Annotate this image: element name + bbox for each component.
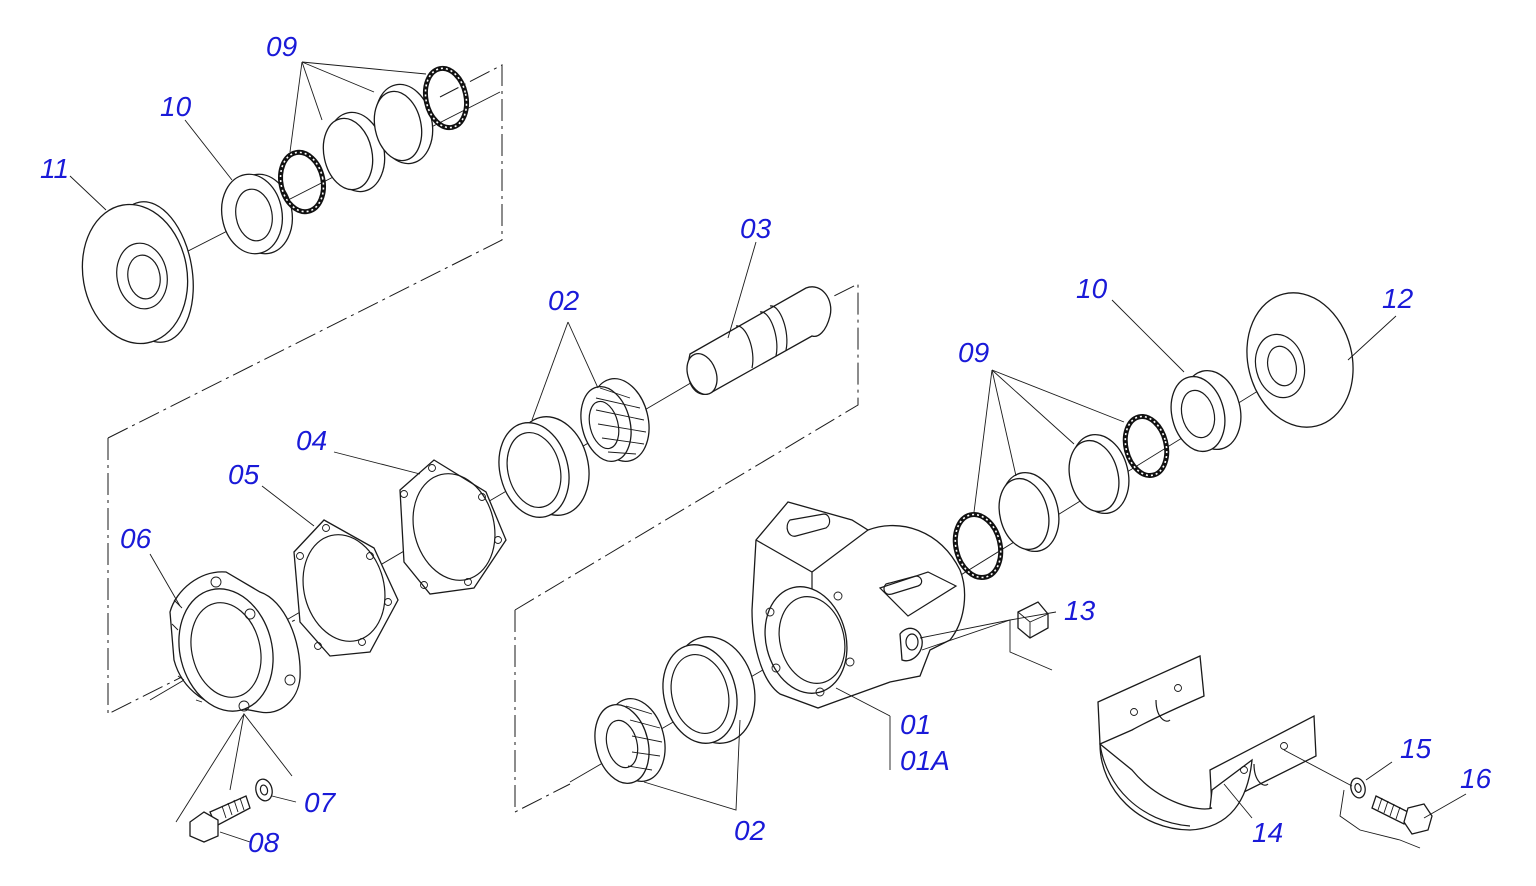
label-04: 04 <box>296 425 327 456</box>
label-02-top: 02 <box>548 285 580 316</box>
label-08: 08 <box>248 827 280 858</box>
leader-lines <box>69 61 1467 849</box>
part-09-seal-ring-8 <box>1122 413 1170 479</box>
part-14-clamp <box>1097 655 1317 831</box>
label-10-right: 10 <box>1076 273 1108 304</box>
label-12: 12 <box>1382 283 1414 314</box>
label-05: 05 <box>228 459 260 490</box>
label-09-right: 09 <box>958 337 989 368</box>
label-02-bottom: 02 <box>734 815 766 846</box>
part-12-cover <box>1246 292 1354 428</box>
part-09-seal-7 <box>1068 433 1130 515</box>
part-09-seal-6 <box>998 471 1060 553</box>
label-01: 01 <box>900 709 931 740</box>
part-02-bearing-cone-bottom <box>594 698 666 784</box>
part-09-seal-3 <box>373 83 434 165</box>
part-02-bearing-cone-top <box>580 378 650 462</box>
part-09-seal-ring-4 <box>422 65 470 131</box>
label-06: 06 <box>120 523 152 554</box>
part-07-washer <box>255 778 273 802</box>
label-16: 16 <box>1460 763 1492 794</box>
middle-bracket-lines <box>514 283 859 813</box>
part-02-bearing-cup-top <box>498 416 590 518</box>
part-01-housing <box>751 501 966 709</box>
part-04-gasket <box>399 459 507 595</box>
label-10-top: 10 <box>160 91 192 122</box>
part-10-collar-top <box>221 173 293 255</box>
part-09-seal-ring-1 <box>278 149 326 215</box>
label-14: 14 <box>1252 817 1283 848</box>
part-13-plug <box>1017 601 1049 639</box>
label-13: 13 <box>1064 595 1096 626</box>
upper-left-bracket-lines <box>107 64 503 715</box>
part-03-shaft <box>686 286 832 395</box>
label-03: 03 <box>740 213 772 244</box>
label-15: 15 <box>1400 733 1432 764</box>
part-15-washer <box>1350 777 1366 799</box>
part-09-seal-ring-5 <box>952 511 1004 581</box>
part-10-collar-right <box>1170 369 1242 453</box>
label-07: 07 <box>304 787 337 818</box>
part-08-bolt <box>189 795 251 843</box>
label-01a: 01A <box>900 745 950 776</box>
part-06-flange <box>169 571 301 714</box>
part-05-gasket <box>293 519 399 657</box>
part-02-bearing-cup-bottom <box>662 636 756 744</box>
part-11-cover <box>81 201 194 345</box>
label-09-top: 09 <box>266 31 297 62</box>
part-labels: 09 10 11 03 02 04 05 06 07 08 10 12 09 1… <box>40 31 1492 858</box>
part-09-seal-2 <box>322 111 386 193</box>
label-11: 11 <box>40 153 69 184</box>
part-16-bolt <box>1371 795 1433 835</box>
